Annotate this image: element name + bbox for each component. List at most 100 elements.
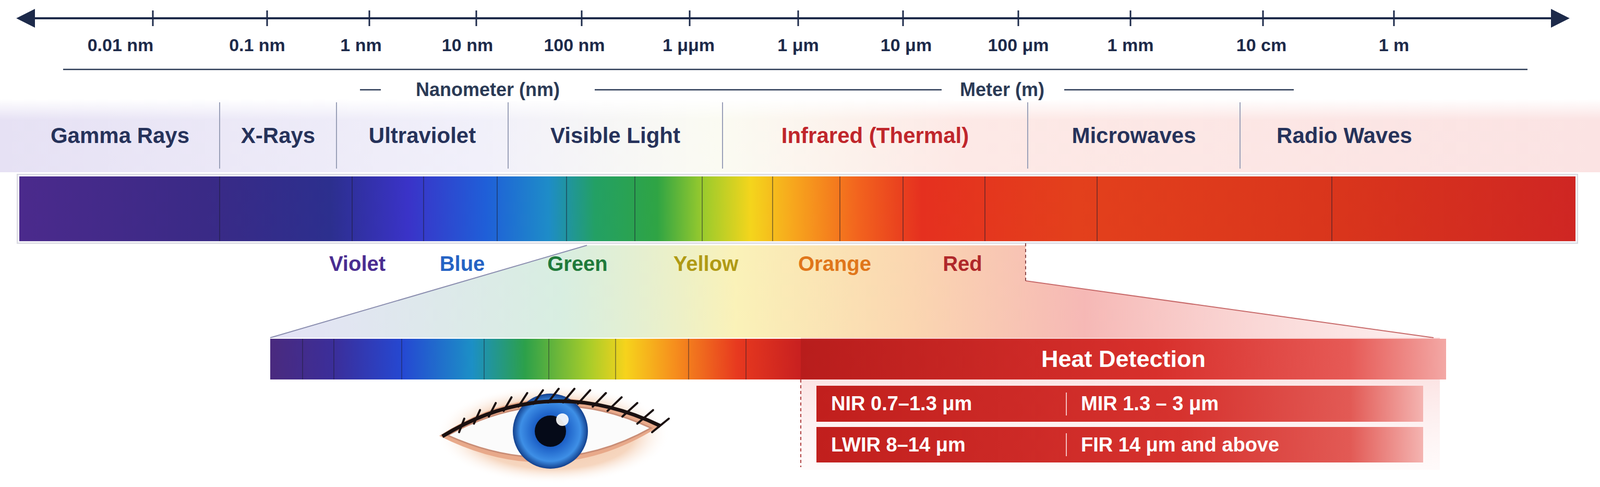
scale-dash <box>1064 89 1294 91</box>
band-label: Infrared (Thermal) <box>722 102 1028 169</box>
band-name: Infrared (Thermal) <box>781 123 969 148</box>
eyelash <box>459 418 465 432</box>
eyelash <box>503 397 512 411</box>
axis-ticks <box>152 10 1394 27</box>
axis-label: 10 cm <box>1236 34 1287 56</box>
axis-tick <box>368 10 371 27</box>
axis-label: 0.01 nm <box>87 34 154 56</box>
scale-label: Meter (m) <box>959 78 1045 101</box>
scale-dash <box>359 89 381 91</box>
band-name: Gamma Rays <box>50 123 190 148</box>
band-name: X-Rays <box>241 123 316 148</box>
eyelash <box>637 410 654 424</box>
axis-label: 100 μm <box>987 34 1049 55</box>
band-background <box>0 99 1600 173</box>
eyelash <box>578 390 591 404</box>
axis-label: 1 mm <box>1107 34 1154 55</box>
eyelash <box>562 388 575 403</box>
spectrum-bar <box>19 176 1576 242</box>
color-label: Orange <box>798 251 872 275</box>
axis-label: 1 μm <box>777 34 819 56</box>
scale-label: Nanometer (nm) <box>415 78 560 101</box>
color-label: Orange <box>798 251 872 276</box>
eyelash <box>607 397 622 411</box>
axis-label: 10 nm <box>441 34 493 56</box>
band-cell: LWIR 8–14 μm <box>816 426 1067 463</box>
band-cell: MIR 1.3 – 3 μm <box>1066 385 1424 422</box>
zoom-divider <box>333 338 335 380</box>
color-label: Violet <box>329 251 386 276</box>
zoom-wedge <box>270 245 1434 338</box>
axis-tick <box>266 10 269 27</box>
band-name: Microwaves <box>1071 123 1196 148</box>
color-label: Yellow <box>673 251 739 275</box>
axis-tick <box>152 10 154 27</box>
scale-label: Nanometer (nm) <box>409 78 567 101</box>
zoom-divider <box>745 338 747 380</box>
axis-label: 10 μm <box>880 34 932 55</box>
range-text: LWIR 8–14 μm <box>831 433 966 456</box>
bar-divider <box>701 176 703 242</box>
eyelash <box>652 418 669 432</box>
bar-divider <box>351 176 353 242</box>
heat-panel: Heat DetectionNIR 0.7–1.3 μmMIR 1.3 – 3 … <box>800 338 1447 463</box>
eyelash <box>622 402 638 417</box>
eyelash <box>488 402 496 417</box>
scale-label: Meter (m) <box>953 78 1051 101</box>
axis-label: 10 μm <box>880 34 932 56</box>
eyelash <box>548 388 559 403</box>
color-label: Violet <box>329 251 386 275</box>
color-label: Red <box>942 251 983 276</box>
axis-label: 1 μm <box>777 34 819 55</box>
zoom-divider <box>401 338 403 380</box>
axis-tick <box>1262 10 1265 27</box>
range-text: MIR 1.3 – 3 μm <box>1080 392 1219 415</box>
axis-label: 100 nm <box>543 34 605 55</box>
band-name: Radio Waves <box>1276 123 1413 148</box>
axis-tick <box>797 10 800 27</box>
bar-divider <box>496 176 498 242</box>
band-name: Visible Light <box>550 123 681 148</box>
bar-divider <box>423 176 425 242</box>
axis-label: 1 μμm <box>662 34 715 56</box>
bar-divider <box>1096 176 1098 242</box>
zoom-divider <box>548 338 550 380</box>
bar-divider <box>902 176 904 242</box>
eyelash <box>518 392 528 407</box>
axis-label: 1 mm <box>1107 34 1154 56</box>
eyelash <box>473 410 480 424</box>
zoom-dash <box>800 379 802 467</box>
axis-label: 0.01 nm <box>87 34 154 55</box>
axis-tick <box>1393 10 1395 27</box>
scale-line <box>63 68 1528 71</box>
band-label: Ultraviolet <box>336 102 509 169</box>
axis-label: 10 cm <box>1236 34 1287 55</box>
axis-label: 1 nm <box>340 34 382 55</box>
axis-line <box>31 17 1555 20</box>
bar-divider <box>634 176 636 242</box>
zoom-line <box>1025 280 1434 338</box>
heat-row <box>816 426 1424 463</box>
bar-frame <box>17 174 1578 244</box>
axis-label: 100 μm <box>987 34 1049 56</box>
zoom-divider <box>615 338 617 380</box>
zoom-dash <box>1025 243 1027 282</box>
color-label: Green <box>547 251 608 276</box>
zoom-line <box>270 245 587 338</box>
axis-label: 10 nm <box>441 34 493 55</box>
eyelash <box>533 390 543 404</box>
band-label: X-Rays <box>219 102 337 169</box>
zoom-spectrum <box>270 338 801 380</box>
cell-divider <box>1065 432 1067 456</box>
zoom-divider <box>302 338 304 380</box>
range-text: NIR 0.7–1.3 μm <box>831 392 972 415</box>
axis-tick <box>1129 10 1132 27</box>
band-dividers <box>219 102 1241 169</box>
range-text: FIR 14 μm and above <box>1080 433 1280 456</box>
bar-divider <box>772 176 774 242</box>
band-cell: NIR 0.7–1.3 μm <box>816 385 1067 422</box>
axis-tick <box>475 10 478 27</box>
axis-tick <box>902 10 905 27</box>
bar-divider <box>1331 176 1333 242</box>
